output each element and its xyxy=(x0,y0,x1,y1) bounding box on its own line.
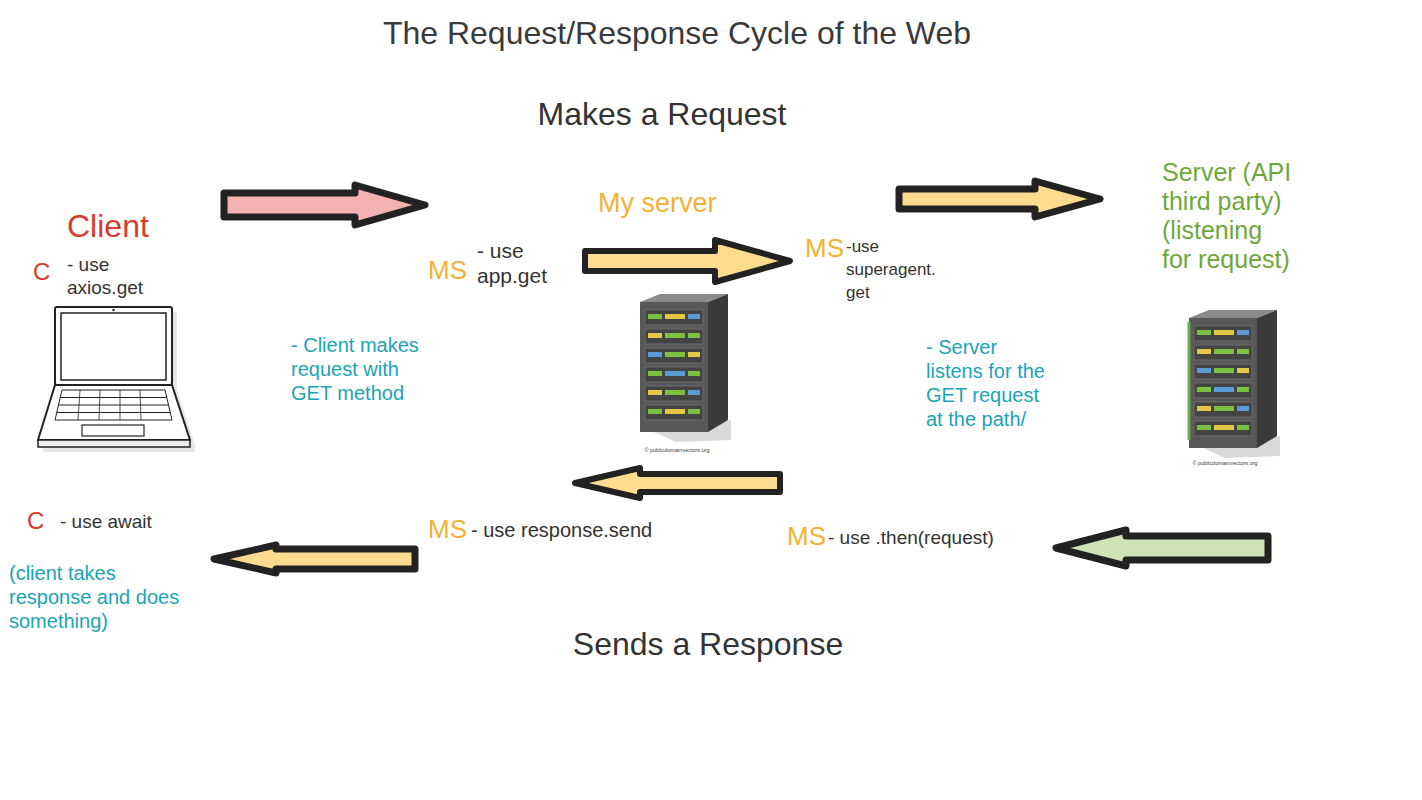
watermark: © publicdomainvectors.org xyxy=(1192,460,1258,467)
laptop-keyboard xyxy=(55,390,172,420)
response-arrow xyxy=(214,545,415,573)
laptop-touchpad xyxy=(82,425,144,436)
zone-title: My server xyxy=(598,187,899,219)
diagram-title: The Request/Response Cycle of the Web xyxy=(277,14,1077,52)
request-arrow xyxy=(899,181,1100,217)
explanation-note: (client takes response and does somethin… xyxy=(9,561,194,633)
request-arrow xyxy=(224,185,425,225)
key-column xyxy=(140,390,141,420)
key-column xyxy=(120,390,121,420)
client-marker: C xyxy=(27,507,44,535)
laptop-base xyxy=(38,385,190,440)
explanation-note: - Client makes request with GET method xyxy=(291,333,431,405)
code-note: - use app.get xyxy=(477,238,562,288)
section-heading: Sends a Response xyxy=(458,625,958,663)
internal-arrow xyxy=(585,240,790,282)
watermark: © publicdomainvectors.org xyxy=(644,447,710,454)
server-marker: MS xyxy=(428,514,467,544)
code-note: -use superagent. get xyxy=(846,235,946,304)
key-column xyxy=(99,390,100,420)
server-marker: MS xyxy=(805,233,844,263)
laptop-display xyxy=(61,313,166,380)
server-icon xyxy=(640,294,731,442)
server-marker: MS xyxy=(428,255,467,285)
code-note: - use await xyxy=(60,510,152,533)
laptop-icon xyxy=(38,307,195,452)
explanation-note: - Server listens for the GET request at … xyxy=(926,335,1053,431)
code-note: - use axios.get xyxy=(67,253,157,299)
zone-title: Server (API third party) (listening for … xyxy=(1162,158,1294,274)
api-server-zone: Server (API third party) (listening for … xyxy=(1100,150,1410,480)
laptop-screen xyxy=(55,307,172,385)
code-note: - use response.send xyxy=(471,518,652,542)
section-heading: Makes a Request xyxy=(412,95,912,133)
key-row xyxy=(57,412,170,413)
key-row xyxy=(59,405,169,406)
zone-title: Client xyxy=(67,207,216,245)
my-server-zone: My server xyxy=(425,180,899,600)
code-note: - use .then(request) xyxy=(828,526,994,549)
server-icon xyxy=(1189,310,1280,458)
response-arrow xyxy=(1056,530,1268,566)
key-row xyxy=(60,397,166,398)
client-zone: Client xyxy=(5,200,216,635)
server-highlight xyxy=(1188,322,1191,440)
key-column xyxy=(78,390,80,420)
client-marker: C xyxy=(33,258,50,286)
laptop-camera xyxy=(112,309,114,311)
server-marker: MS xyxy=(787,521,826,551)
internal-arrow xyxy=(575,468,780,498)
laptop-edge xyxy=(38,440,190,447)
